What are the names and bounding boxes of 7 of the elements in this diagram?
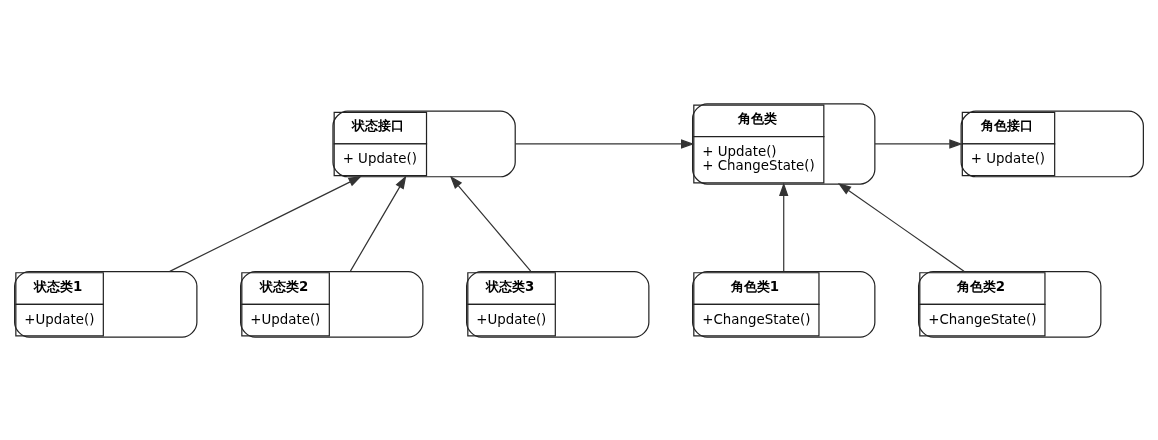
arrow	[349, 175, 407, 272]
arrow	[449, 175, 532, 272]
arrow	[874, 138, 963, 149]
arrow	[169, 175, 362, 272]
arrow	[514, 138, 695, 149]
arrow	[779, 182, 789, 272]
arrow	[837, 182, 965, 272]
